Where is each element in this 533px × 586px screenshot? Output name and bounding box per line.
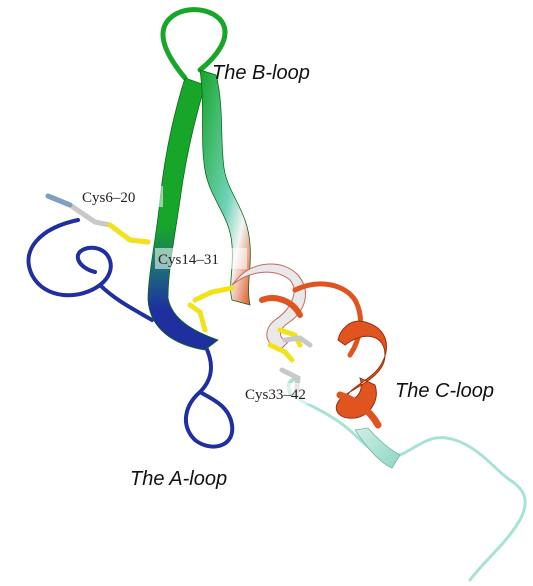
c-loop-label: The C-loop <box>395 380 494 402</box>
cys6-20-label-group: Cys6–20 <box>78 186 163 207</box>
disulfide-cys14-31 <box>190 288 232 330</box>
beta-strand-right <box>200 70 250 305</box>
b-loop-label: The B-loop <box>212 62 310 84</box>
a-loop-label: The A-loop <box>130 468 227 490</box>
cys33-42-label-group: Cys33–42 <box>242 383 334 404</box>
cys14-31-label-group: Cys14–31 <box>155 248 247 269</box>
cys6-20-label: Cys6–20 <box>82 190 135 206</box>
cys14-31-label: Cys14–31 <box>158 252 219 268</box>
cys33-42-label: Cys33–42 <box>245 387 306 403</box>
c-terminal-tail <box>288 378 525 580</box>
